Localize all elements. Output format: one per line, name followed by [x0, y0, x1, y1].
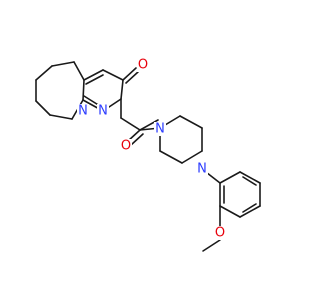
- molecule-diagram: O N N O N N O: [35, 58, 261, 252]
- nitrogen-label-ring-b: N: [78, 104, 88, 119]
- cycloheptane-ring: [35, 61, 84, 120]
- methoxy-group: [202, 205, 221, 252]
- linker-chain: [120, 98, 159, 131]
- nitrogen-label-piperazine-b: N: [197, 162, 207, 177]
- oxygen-label-amide: O: [121, 139, 131, 154]
- nitrogen-label-ring-a: N: [98, 104, 108, 119]
- ring-carbonyl: [122, 67, 139, 84]
- oxygen-label-ring-carbonyl: O: [138, 58, 148, 73]
- piperazine-ring: [159, 115, 203, 164]
- structure-canvas: O N N O N N O: [35, 58, 261, 252]
- benzene-ring: [219, 171, 261, 218]
- oxygen-label-methoxy: O: [215, 226, 225, 241]
- nitrogen-label-piperazine-a: N: [155, 122, 165, 137]
- atom-labels: O N N O N N O: [77, 58, 226, 241]
